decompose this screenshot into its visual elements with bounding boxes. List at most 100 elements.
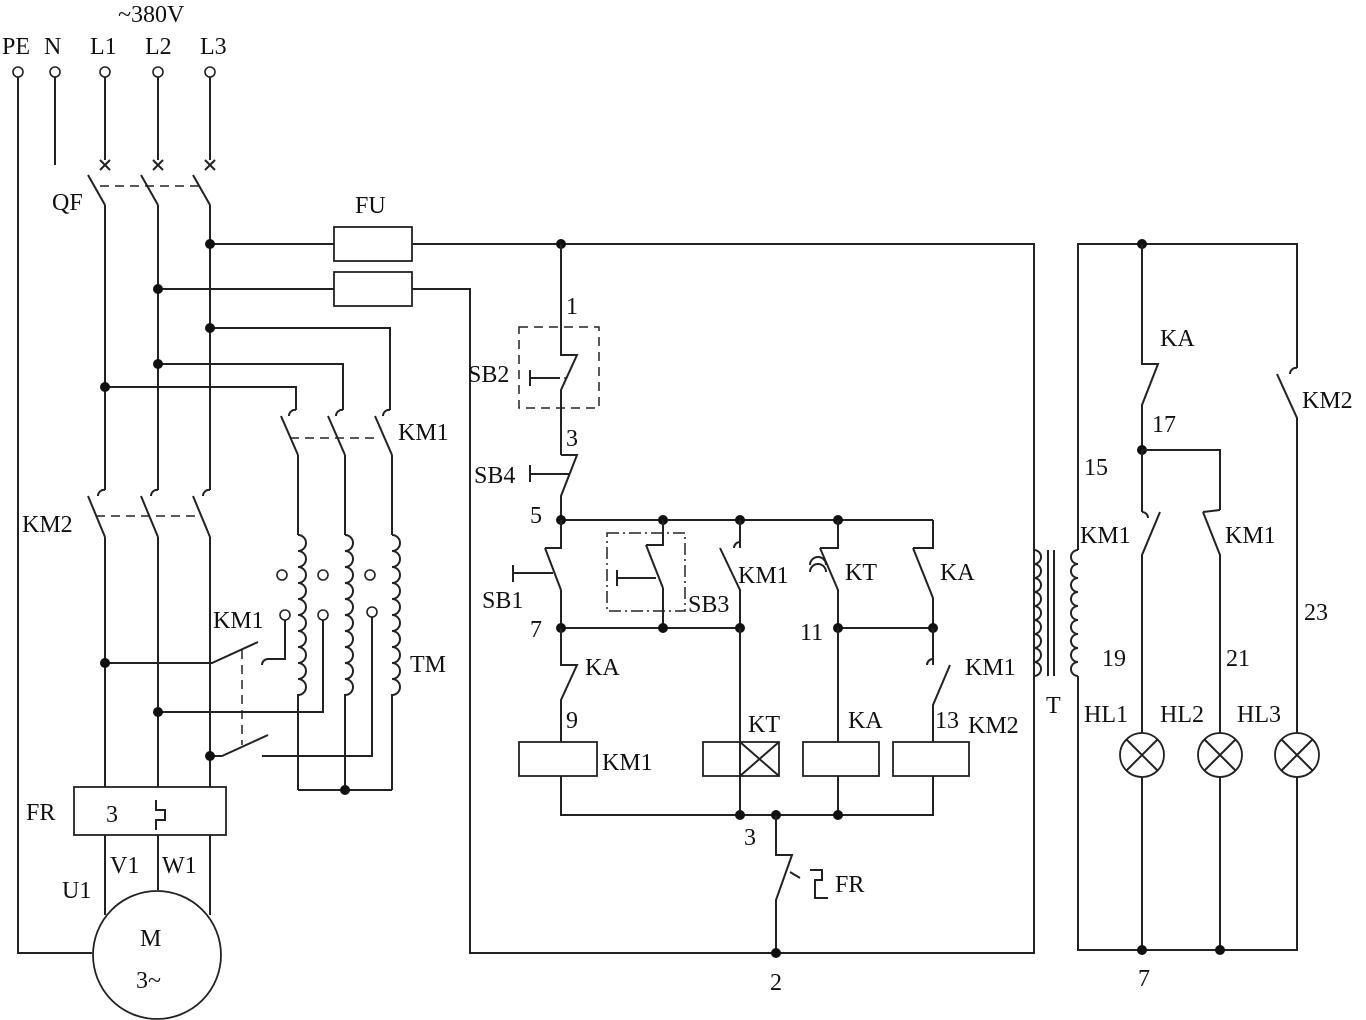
node-4: 3 (744, 825, 756, 851)
fuse-fu-1 (333, 226, 413, 262)
autotransformer-tm (276, 534, 401, 791)
coil-km1-label: KM1 (602, 750, 653, 776)
motor-m (92, 890, 222, 1020)
coil-kt-icon (739, 741, 780, 777)
control-transformer-label: T (1046, 693, 1061, 719)
thermal-relay-count: 3 (106, 802, 118, 828)
km2-lamp-label: KM2 (1302, 388, 1353, 414)
km1-feed-wires (105, 327, 391, 410)
control-transformer-t (1033, 549, 1079, 677)
node-23: 23 (1304, 600, 1328, 626)
motor-lead-v1: V1 (110, 853, 139, 879)
fuse-fu-label: FU (355, 193, 386, 219)
remote-start-sb3[interactable] (645, 520, 664, 628)
lamp-hl3-label: HL3 (1237, 702, 1281, 728)
remote-start-sb3-label: SB3 (688, 592, 729, 618)
thermal-relay-fr-box (73, 786, 227, 836)
ka-holding-contact (912, 520, 934, 628)
lamp-hl2-label: HL2 (1160, 702, 1204, 728)
lamp-hl3 (1274, 732, 1320, 778)
node-6: 7 (1138, 966, 1150, 992)
remote-stop-sb4-label: SB4 (474, 463, 515, 489)
motor-lead-u1: U1 (62, 878, 91, 904)
node-7: 7 (530, 617, 542, 643)
node-13: 13 (935, 708, 959, 734)
ka-lamp-label: KA (1160, 326, 1195, 352)
fr-overload-contact (775, 815, 828, 953)
node-11: 11 (800, 620, 823, 646)
node-15: 15 (1084, 455, 1108, 481)
thermal-relay-fr-label: FR (26, 800, 55, 826)
thermal-element-icon (155, 800, 166, 830)
node-4-bus (560, 776, 934, 816)
km1-no-lamp-contact (1202, 509, 1221, 735)
km1-star-tie (158, 620, 324, 713)
node-21: 21 (1226, 646, 1250, 672)
node-19: 19 (1102, 646, 1126, 672)
km1-nc-contact-label: KM1 (738, 563, 789, 589)
motor-phase: 3~ (136, 968, 161, 994)
lamp-hl1 (1119, 732, 1165, 778)
remote-stop-sb4[interactable] (529, 454, 579, 520)
terminal-label-l1: L1 (90, 34, 117, 60)
motor-name: M (140, 926, 161, 952)
km1-no-lamp-label: KM1 (1225, 523, 1276, 549)
coil-ka (802, 741, 880, 777)
ka-lamp-contact (1141, 244, 1160, 450)
terminal-label-pe: PE (2, 34, 30, 60)
breaker-qf (87, 77, 216, 490)
contactor-km2-label: KM2 (22, 512, 73, 538)
contactor-km1-main-label: KM1 (398, 420, 449, 446)
control-supply-wires (158, 243, 1035, 954)
breaker-qf-label: QF (52, 190, 83, 216)
ka-nc-contact (560, 628, 579, 742)
coil-ka-label: KA (848, 708, 883, 734)
km1-star-contact-1 (105, 620, 286, 666)
start-button-sb1[interactable] (544, 520, 562, 628)
motor-lead-w1: W1 (162, 853, 197, 879)
lamp-circuit-frame (1077, 243, 1298, 951)
terminal-label-l3: L3 (200, 34, 227, 60)
stop-button-sb2[interactable] (529, 335, 579, 408)
ka-holding-label: KA (940, 560, 975, 586)
km1-star-contact-2 (210, 617, 373, 757)
motor-lead-wires (104, 835, 211, 915)
node-5: 5 (530, 503, 542, 529)
km2-lamp-contact (1276, 366, 1298, 775)
contactor-km2-main (87, 488, 211, 787)
terminal-n (49, 66, 61, 78)
node-9: 9 (566, 708, 578, 734)
stop-button-sb2-label: SB2 (468, 362, 509, 388)
node-1: 1 (566, 294, 578, 320)
terminal-label-l2: L2 (145, 34, 172, 60)
terminal-l2 (152, 66, 164, 78)
start-button-sb1-label: SB1 (482, 588, 523, 614)
fr-contact-label: FR (835, 872, 864, 898)
terminal-pe (12, 66, 24, 78)
terminal-l1 (99, 66, 111, 78)
sb3-enclosure (606, 532, 686, 612)
node-17: 17 (1152, 412, 1176, 438)
coil-km2-label: KM2 (968, 713, 1019, 739)
node-2: 2 (770, 970, 782, 996)
contactor-km1-star-label: KM1 (213, 608, 264, 634)
supply-voltage-label: ~380V (118, 2, 185, 28)
kt-contact-label: KT (845, 560, 877, 586)
fuse-fu-2 (333, 271, 413, 307)
node-3: 3 (566, 426, 578, 452)
coil-km2 (892, 741, 970, 777)
pe-wire (17, 77, 92, 954)
ka-contact-label-1: KA (585, 655, 620, 681)
terminal-label-n: N (44, 34, 61, 60)
sb2-enclosure (518, 326, 600, 409)
km1-nc-interlock (926, 628, 951, 742)
km1-nc-lamp-contact (1141, 450, 1161, 735)
coil-km1 (518, 741, 598, 777)
km1-nc-lamp-label: KM1 (1080, 523, 1131, 549)
lamp-hl2 (1197, 732, 1243, 778)
km1-interlock-label: KM1 (965, 655, 1016, 681)
contactor-km1-main (280, 408, 393, 535)
terminal-l3 (204, 66, 216, 78)
